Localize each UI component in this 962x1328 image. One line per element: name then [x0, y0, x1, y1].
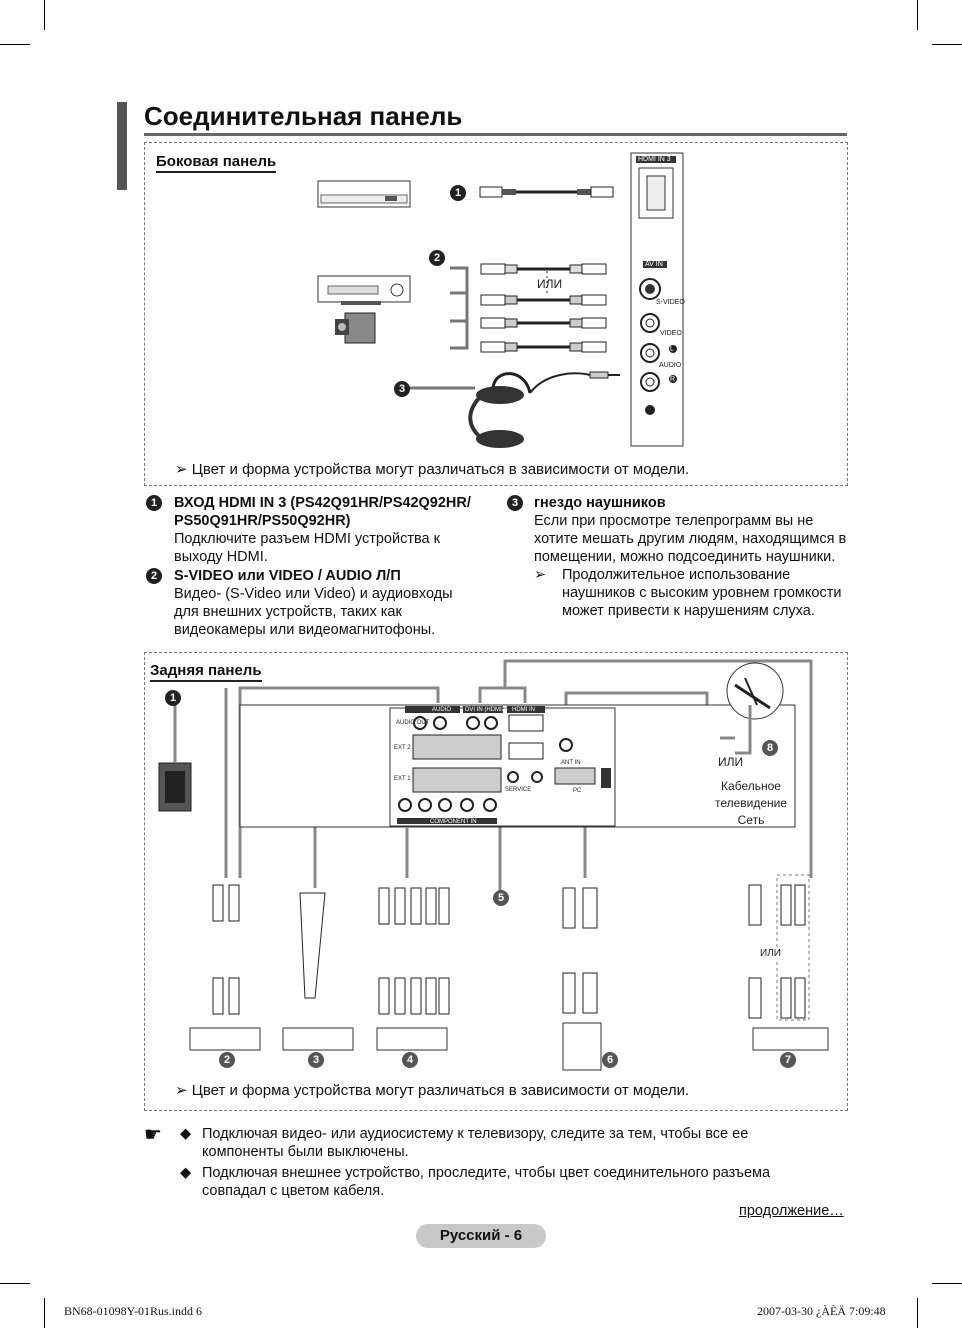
- rear-panel-box: [144, 652, 848, 1111]
- rear-panel-note-text: Цвет и форма устройства могут различатьс…: [191, 1082, 690, 1099]
- rear-marker-1: 1: [165, 690, 181, 706]
- rear-or-label-2: ИЛИ: [760, 948, 781, 959]
- rear-panel-note: ➢ Цвет и форма устройства могут различат…: [175, 1081, 689, 1099]
- rear-marker-4: 4: [402, 1052, 418, 1068]
- tips-list: ◆ Подключая видео- или аудиосистему к те…: [180, 1125, 800, 1200]
- rca-cables: [480, 294, 607, 353]
- ext1-label: EXT 1: [394, 776, 411, 782]
- item1-title: ВХОД HDMI IN 3 (PS42Q91HR/PS42Q92HR/ PS5…: [174, 495, 471, 529]
- dvd-player-icon: [317, 180, 411, 208]
- item2-marker: 2: [146, 568, 162, 584]
- crop-mark: [44, 0, 45, 30]
- arrow-bullet-icon: ➢: [534, 567, 547, 583]
- rear-marker-5: 5: [493, 890, 509, 906]
- item3-note-text: Продолжительное использование наушников …: [562, 567, 842, 619]
- svideo-cable: [480, 263, 607, 275]
- service-label: SERVICE: [505, 787, 532, 793]
- side-panel-note: ➢ Цвет и форма устройства могут различат…: [175, 460, 689, 478]
- crop-mark: [932, 44, 962, 45]
- vcr-icon: [317, 275, 411, 305]
- svideo-label: S-VIDEO: [656, 299, 685, 306]
- rear-marker-7: 7: [780, 1052, 796, 1068]
- item3-marker: 3: [507, 495, 523, 511]
- tv-side-jack-panel: [630, 152, 684, 447]
- side-panel-note-text: Цвет и форма устройства могут различатьс…: [191, 461, 690, 478]
- print-slug-right: 2007-03-30 ¿ÀÈÄ 7:09:48: [757, 1304, 886, 1318]
- page-title: Соединительная панель: [144, 101, 463, 131]
- tip-text: Подключая внешнее устройство, проследите…: [202, 1165, 771, 1199]
- title-rule: [144, 133, 847, 136]
- crop-mark: [917, 1298, 918, 1328]
- video-label: VIDEO: [660, 330, 682, 337]
- hdmi-in-label: HDMI IN: [512, 707, 535, 713]
- hdmi-port-label: HDMI IN 3: [638, 156, 671, 163]
- side-panel-label: Боковая панель: [156, 153, 277, 173]
- diamond-bullet-icon: ◆: [180, 1165, 192, 1181]
- crop-mark: [0, 44, 30, 45]
- item1-text: Подключите разъем HDMI устройства к выхо…: [174, 531, 440, 565]
- diamond-bullet-icon: ◆: [180, 1126, 192, 1142]
- side-panel-diagram: [317, 152, 684, 448]
- item2-text: Видео- (S-Video или Video) и аудиовходы …: [174, 586, 453, 638]
- component-label: COMPONENT IN: [430, 819, 477, 825]
- item3-note: ➢ Продолжительное использование наушнико…: [534, 566, 849, 620]
- headphones-icon: [405, 371, 620, 448]
- rear-or-label: ИЛИ: [718, 755, 744, 769]
- arrow-bullet-icon: ➢: [175, 461, 188, 478]
- antenna-icon: [726, 662, 784, 720]
- tip-item: ◆ Подключая внешнее устройство, проследи…: [180, 1164, 800, 1200]
- item2-title: S-VIDEO или VIDEO / AUDIO Л/П: [174, 568, 401, 584]
- power-socket-icon: [158, 762, 192, 812]
- rear-panel-diagram: [158, 659, 829, 1071]
- arrow-bullet-icon: ➢: [175, 1082, 188, 1099]
- device-cable-plugs: [212, 884, 806, 1019]
- audio-out-label: AUDIO OUT: [396, 720, 430, 726]
- item3-description: гнездо наушников Если при просмотре теле…: [534, 494, 849, 620]
- item1-description: ВХОД HDMI IN 3 (PS42Q91HR/PS42Q92HR/ PS5…: [174, 494, 489, 566]
- audio-label: AUDIO: [659, 362, 682, 369]
- rear-marker-2: 2: [219, 1052, 235, 1068]
- continue-link[interactable]: продолжение…: [739, 1203, 844, 1219]
- item2-description: S-VIDEO или VIDEO / AUDIO Л/П Видео- (S-…: [174, 567, 474, 639]
- camcorder-icon: [335, 312, 376, 344]
- pointing-hand-icon: ☛: [144, 1124, 162, 1146]
- pc-label: PC: [573, 788, 582, 794]
- title-accent-bar: [117, 102, 127, 190]
- marker-3: 3: [394, 381, 410, 397]
- marker-2: 2: [429, 250, 445, 266]
- rear-panel-label: Задняя панель: [150, 662, 262, 682]
- crop-mark: [932, 1283, 962, 1284]
- tip-text: Подключая видео- или аудиосистему к теле…: [202, 1126, 749, 1160]
- dvi-label: DVI IN (HDMI2): [465, 707, 507, 713]
- marker-1: 1: [450, 185, 466, 201]
- audio-in-label: AUDIO: [432, 707, 452, 713]
- audio-r-label: R: [670, 376, 676, 383]
- rear-marker-6: 6: [602, 1052, 618, 1068]
- cable-tv-label: Кабельное телевидение Сеть: [714, 779, 788, 827]
- rear-marker-8: 8: [762, 740, 778, 756]
- item3-title: гнездо наушников: [534, 495, 666, 511]
- tv-rear-panel: [239, 704, 796, 828]
- crop-mark: [0, 1283, 30, 1284]
- or-label: ИЛИ: [537, 277, 563, 291]
- print-slug-left: BN68-01098Y-01Rus.indd 6: [64, 1304, 203, 1318]
- rear-devices: [189, 1022, 829, 1071]
- av-in-label: AV IN: [645, 261, 663, 268]
- tip-item: ◆ Подключая видео- или аудиосистему к те…: [180, 1125, 800, 1161]
- hdmi-cable: [479, 186, 614, 198]
- crop-mark: [917, 0, 918, 30]
- ext2-label: EXT 2: [394, 745, 411, 751]
- page-number-badge: Русский - 6: [416, 1224, 546, 1248]
- audio-l-label: L: [670, 346, 674, 353]
- rear-marker-3: 3: [308, 1052, 324, 1068]
- item3-text: Если при просмотре телепрограмм вы не хо…: [534, 513, 847, 565]
- ant-in-label: ANT IN: [561, 760, 581, 766]
- side-panel-box: [144, 142, 848, 486]
- crop-mark: [44, 1298, 45, 1328]
- item1-marker: 1: [146, 495, 162, 511]
